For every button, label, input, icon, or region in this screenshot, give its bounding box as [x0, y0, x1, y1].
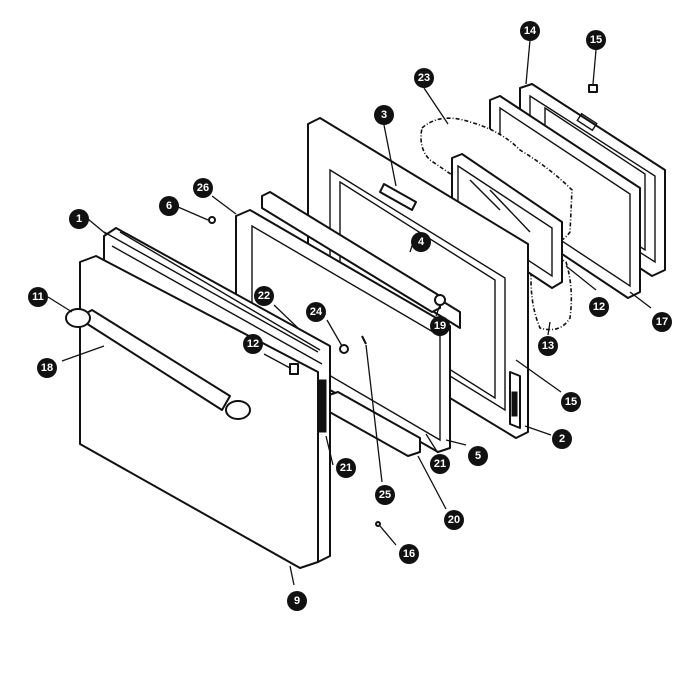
callout-label: 12	[247, 338, 259, 350]
callout-label: 1	[76, 213, 82, 225]
screw-16	[375, 521, 381, 527]
callout-label: 24	[310, 306, 323, 318]
callout-23: 23	[414, 68, 434, 88]
callout-21-right: 21	[430, 454, 450, 474]
callout-2: 2	[552, 429, 572, 449]
callout-label: 11	[32, 291, 44, 303]
callout-13: 13	[538, 336, 558, 356]
callout-label: 2	[559, 433, 565, 445]
callout-3: 3	[374, 105, 394, 125]
callout-4: 4	[411, 232, 431, 252]
bracket-19	[434, 294, 446, 306]
clip-top	[588, 84, 598, 93]
side-vent	[317, 379, 327, 433]
badge	[289, 363, 299, 375]
callout-label: 26	[197, 182, 209, 194]
callout-5: 5	[468, 446, 488, 466]
callout-label: 21	[340, 462, 352, 474]
screw-25	[361, 335, 367, 345]
washer-24	[339, 344, 349, 354]
callout-6: 6	[159, 196, 179, 216]
callout-11: 11	[28, 287, 48, 307]
screw-6	[208, 216, 216, 224]
door-handle	[65, 308, 251, 420]
callout-label: 18	[41, 362, 53, 374]
callout-label: 19	[434, 320, 446, 332]
callout-19: 19	[430, 316, 450, 336]
callout-label: 14	[524, 25, 537, 37]
callout-1: 1	[69, 209, 89, 229]
callout-14: 14	[520, 21, 540, 41]
callout-15-top: 15	[586, 30, 606, 50]
callout-label: 4	[418, 236, 425, 248]
callout-label: 17	[656, 316, 668, 328]
hinge-slot	[511, 391, 518, 417]
callout-label: 23	[418, 72, 430, 84]
callout-25: 25	[375, 485, 395, 505]
callout-label: 5	[475, 450, 481, 462]
callout-label: 21	[434, 458, 446, 470]
callout-16: 16	[399, 544, 419, 564]
callout-15-side: 15	[561, 392, 581, 412]
callout-26: 26	[193, 178, 213, 198]
callout-label: 15	[565, 396, 577, 408]
callout-12-rear: 12	[589, 297, 609, 317]
callout-18: 18	[37, 358, 57, 378]
callout-label: 16	[403, 548, 415, 560]
callout-12-front: 12	[243, 334, 263, 354]
top-channel	[261, 191, 441, 313]
callout-label: 12	[593, 301, 605, 313]
callout-22: 22	[254, 286, 274, 306]
callout-9: 9	[287, 591, 307, 611]
callout-label: 15	[590, 34, 602, 46]
callout-label: 22	[258, 290, 270, 302]
callout-17: 17	[652, 312, 672, 332]
callout-label: 9	[294, 595, 300, 607]
callout-label: 3	[381, 109, 387, 121]
callout-24: 24	[306, 302, 326, 322]
callout-label: 6	[166, 200, 172, 212]
callout-label: 25	[379, 489, 391, 501]
callout-20: 20	[444, 510, 464, 530]
callout-label: 20	[448, 514, 460, 526]
leader-lines	[47, 39, 652, 586]
callout-21-left: 21	[336, 458, 356, 478]
callout-label: 13	[542, 340, 554, 352]
